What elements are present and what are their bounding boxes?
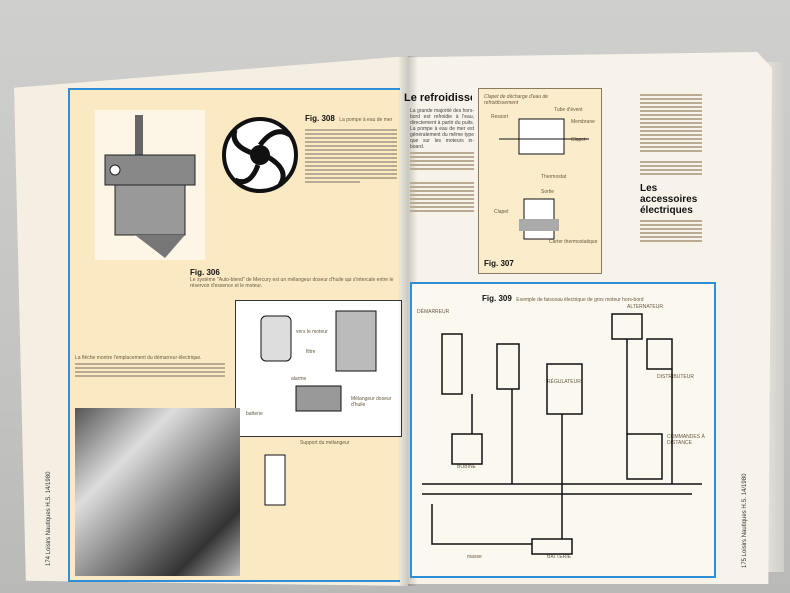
fig308-text-block [305, 129, 397, 183]
label-filtre: filtre [306, 349, 316, 355]
fig309-label: Fig. 309 [482, 294, 512, 303]
label-membrane: Membrane [571, 119, 595, 125]
label-ressort: Ressort [491, 114, 509, 120]
autoblend-drawing: vers le moteur filtre alarme batterie Mé… [235, 300, 402, 437]
fig307-label: Fig. 307 [484, 259, 514, 268]
engine-photo [75, 408, 240, 576]
label-distributeur: DISTRIBUTEUR [657, 374, 694, 380]
body-text [410, 152, 474, 212]
label-alarme: alarme [291, 376, 307, 382]
impeller-drawing [220, 115, 300, 195]
label-alternateur: ALTERNATEUR [627, 304, 663, 310]
support-drawing: Support du mélangeur [255, 435, 375, 510]
fig306-caption: Le système "Auto-blend" de Mercury est u… [190, 277, 394, 289]
fig308-label: Fig. 308 [305, 114, 335, 123]
label-sortie: Sortie [541, 189, 555, 195]
wiring-diagram [422, 313, 702, 555]
section-heading: Le refroidissement [404, 92, 472, 104]
label-melangeur: Mélangeur doseur d'huile [351, 396, 392, 408]
label-commandes: COMMANDES À DISTANCE [667, 434, 705, 446]
left-footer: Loisirs Nautiques H.S. 14/1980 [46, 471, 52, 555]
label-tube: Tube d'évent [554, 107, 583, 113]
side-text [640, 94, 702, 175]
fig307-box: Clapet de décharge d'eau de refroidissem… [478, 88, 602, 274]
label-support: Support du mélangeur [300, 440, 350, 446]
fig307-caption: Clapet de décharge d'eau de refroidissem… [484, 94, 549, 106]
fig306-label: Fig. 306 [190, 268, 220, 277]
label-thermostat: Thermostat [541, 174, 567, 180]
label-bobine: BOBINE [457, 464, 476, 470]
leg-illustration [104, 115, 196, 258]
label-batterie: batterie [246, 411, 263, 417]
label-clapet-2: Clapet [494, 209, 509, 215]
body-intro: La grande majorité des hors-bord est ref… [410, 108, 474, 150]
left-figure-panel: Fig. 308 La pompe à eau de mer Fig. 306 … [68, 88, 402, 582]
fig309-caption: Exemple de faisceau électrique de gros m… [516, 297, 644, 303]
right-page-number: 175 [742, 557, 748, 568]
label-vers-moteur: vers le moteur [296, 329, 328, 335]
photo-caption: La flèche montre l'emplacement du démarr… [75, 355, 202, 361]
fig309-box: Fig. 309 Exemple de faisceau électrique … [410, 282, 716, 578]
label-masse: masse [467, 554, 482, 560]
label-carter: Carter thermostatique [549, 239, 598, 245]
right-footer: Loisirs Nautiques H.S. 14/1980 [742, 473, 748, 557]
label-regulateur: RÉGULATEUR [547, 379, 581, 385]
label-clapet: Clapet [571, 137, 586, 143]
label-batterie-309: BATTERIE [547, 554, 572, 560]
fig308-caption: La pompe à eau de mer [339, 117, 393, 123]
side-heading: Les accessoires électriques [640, 183, 698, 216]
outboard-leg-drawing [95, 110, 205, 260]
label-demarreur: DÉMARREUR [417, 309, 450, 315]
left-page-number: 174 [46, 555, 52, 566]
